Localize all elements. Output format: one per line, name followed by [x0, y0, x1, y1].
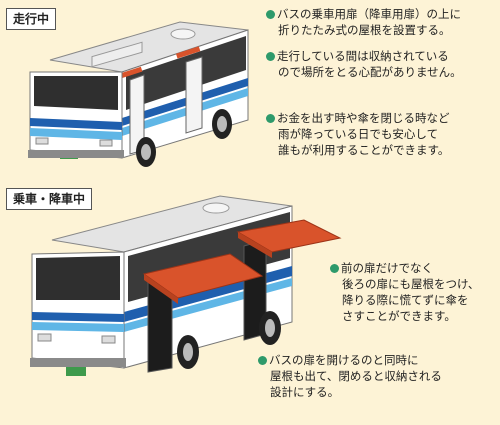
note-rear-door-awning: 前の扉だけでなく 後ろの扉にも屋根をつけ、 降りる際に慌てずに傘を さすことがで… — [330, 260, 479, 324]
note-synced-with-door: バスの扉を開けるのと同時に 屋根も出て、閉めると収納される 設計にする。 — [258, 352, 442, 400]
running-bus-illustration — [28, 21, 249, 167]
boarding-bus-illustration — [30, 195, 342, 376]
bullet-icon — [258, 356, 267, 365]
bullet-icon — [266, 10, 275, 19]
note-awning-install: バスの乗車用扉（降車用扉）の上に 折りたたみ式の屋根を設置する。 — [266, 6, 461, 38]
note-rainy-day-safety: お金を出す時や傘を閉じる時など 雨が降っている日でも安心して 誰もが利用すること… — [266, 110, 450, 158]
note-stowed-while-driving: 走行している間は収納されている ので場所をとる心配がありません。 — [266, 48, 462, 80]
boarding-section-tag: 乗車・降車中 — [6, 188, 93, 210]
bullet-icon — [330, 264, 339, 273]
running-section-tag: 走行中 — [6, 8, 57, 30]
bullet-icon — [266, 52, 275, 61]
bullet-icon — [266, 114, 275, 123]
